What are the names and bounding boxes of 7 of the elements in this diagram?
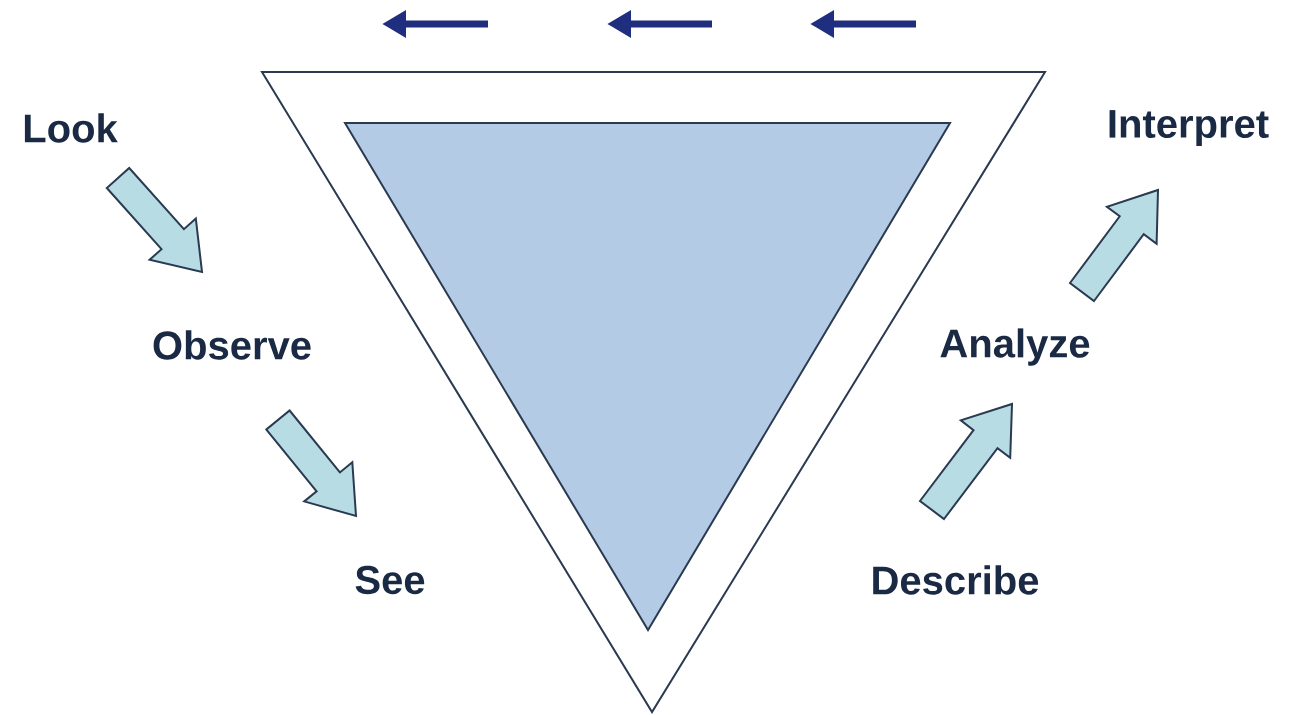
step-label: Observe xyxy=(153,330,311,360)
step-label: Look xyxy=(24,113,118,143)
step-label: Analyze xyxy=(940,328,1090,366)
step-label: Interpret xyxy=(1109,110,1269,146)
step-label: Describe xyxy=(873,565,1039,595)
block-arrow xyxy=(265,409,358,518)
step-label: See xyxy=(355,565,425,595)
